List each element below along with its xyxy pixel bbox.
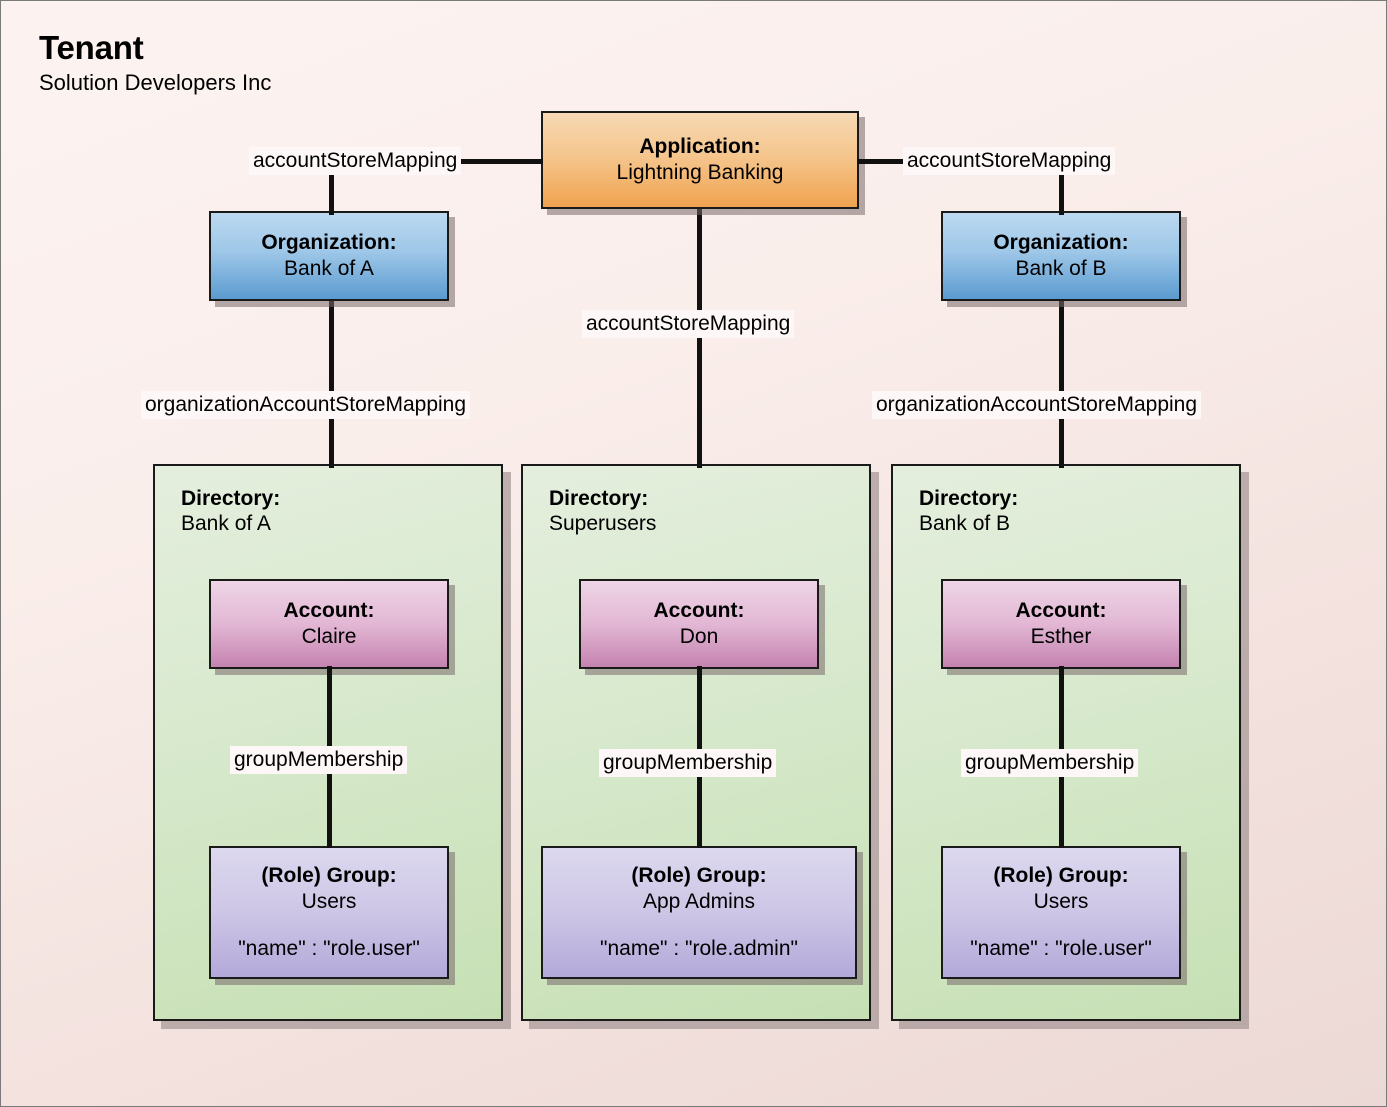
page-subtitle: Solution Developers Inc	[39, 69, 272, 95]
node-group-users-b[interactable]: (Role) Group: Users "name" : "role.user"	[941, 846, 1181, 979]
edge-label-group-membership-middle: groupMembership	[599, 749, 777, 778]
group-head: (Role) Group:	[261, 863, 397, 887]
account-head: Account:	[283, 599, 375, 623]
edge-label-group-membership-left: groupMembership	[230, 746, 408, 775]
organization-sub: Bank of B	[1015, 256, 1107, 280]
application-sub: Lightning Banking	[616, 160, 784, 184]
title-block: Tenant Solution Developers Inc	[39, 29, 272, 95]
directory-sub: Superusers	[549, 512, 657, 536]
directory-head: Directory:	[549, 487, 649, 510]
edge-label-app-to-directory-middle: accountStoreMapping	[582, 310, 795, 339]
account-sub: Don	[679, 624, 719, 648]
group-head: (Role) Group:	[993, 863, 1129, 887]
group-head: (Role) Group:	[631, 863, 767, 887]
node-organization-bank-of-b[interactable]: Organization: Bank of B	[941, 211, 1181, 301]
node-account-esther[interactable]: Account: Esther	[941, 579, 1181, 669]
directory-sub: Bank of B	[919, 512, 1011, 536]
account-sub: Claire	[301, 624, 357, 648]
organization-sub: Bank of A	[284, 256, 374, 280]
page-title: Tenant	[39, 29, 144, 66]
node-application[interactable]: Application: Lightning Banking	[541, 111, 859, 209]
group-json-attribute: "name" : "role.user"	[970, 936, 1152, 960]
directory-head: Directory:	[919, 487, 1019, 510]
group-json-attribute: "name" : "role.admin"	[600, 936, 798, 960]
account-sub: Esther	[1030, 624, 1092, 648]
organization-head: Organization:	[993, 231, 1129, 255]
connector-org-right-to-directory-right	[1059, 301, 1064, 468]
organization-head: Organization:	[261, 231, 397, 255]
node-organization-bank-of-a[interactable]: Organization: Bank of A	[209, 211, 449, 301]
directory-label: Directory: Bank of A	[181, 486, 280, 537]
edge-label-group-membership-right: groupMembership	[961, 749, 1139, 778]
directory-label: Directory: Superusers	[549, 486, 656, 537]
group-json-attribute: "name" : "role.user"	[238, 936, 420, 960]
directory-sub: Bank of A	[181, 512, 271, 536]
group-sub: App Admins	[642, 889, 756, 913]
connector-app-to-org-left-vertical	[329, 159, 334, 215]
edge-label-org-to-directory-left: organizationAccountStoreMapping	[141, 391, 471, 420]
directory-head: Directory:	[181, 487, 281, 510]
account-head: Account:	[1015, 599, 1107, 623]
directory-label: Directory: Bank of B	[919, 486, 1018, 537]
group-sub: Users	[301, 889, 357, 913]
node-account-don[interactable]: Account: Don	[579, 579, 819, 669]
node-group-users-a[interactable]: (Role) Group: Users "name" : "role.user"	[209, 846, 449, 979]
edge-label-app-to-org-left: accountStoreMapping	[249, 147, 462, 176]
node-group-app-admins[interactable]: (Role) Group: App Admins "name" : "role.…	[541, 846, 857, 979]
account-head: Account:	[653, 599, 745, 623]
node-account-claire[interactable]: Account: Claire	[209, 579, 449, 669]
edge-label-org-to-directory-right: organizationAccountStoreMapping	[872, 391, 1202, 420]
group-sub: Users	[1033, 889, 1089, 913]
application-head: Application:	[639, 135, 761, 159]
edge-label-app-to-org-right: accountStoreMapping	[903, 147, 1116, 176]
connector-app-to-org-right-vertical	[1059, 159, 1064, 215]
connector-org-left-to-directory-left	[329, 301, 334, 468]
